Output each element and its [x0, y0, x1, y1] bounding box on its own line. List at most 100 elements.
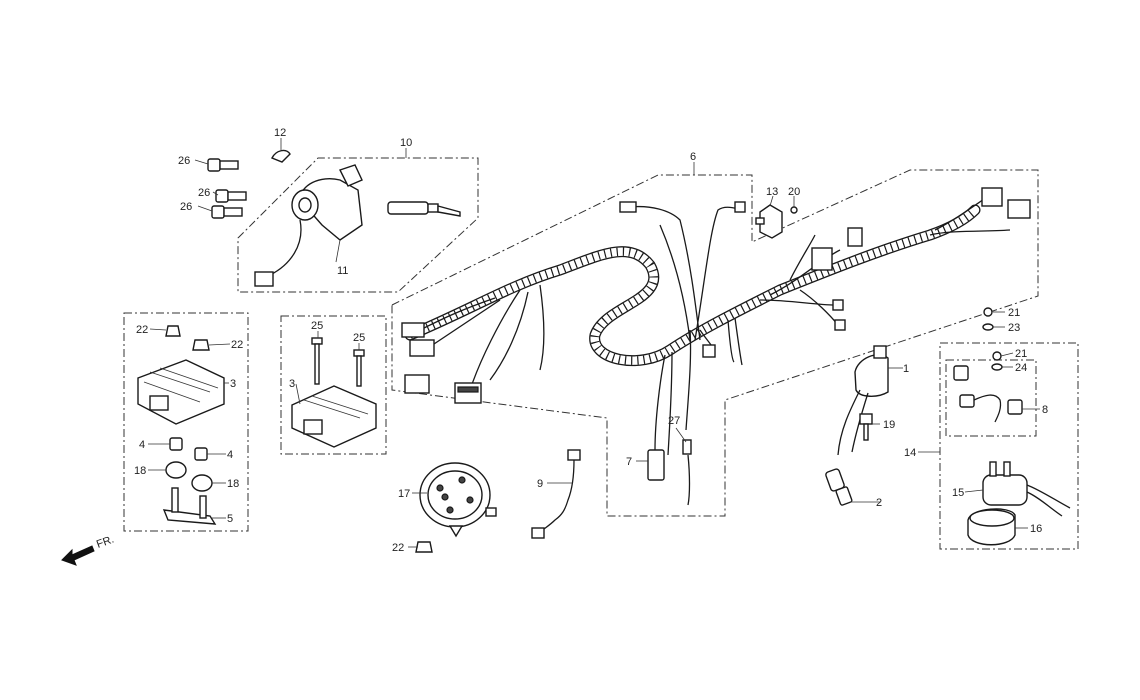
grommet-18-a: [165, 461, 187, 479]
wire-8: [953, 365, 1023, 423]
label-25b: 25: [353, 332, 365, 344]
ignition-coil-1: [837, 345, 889, 456]
label-7: 7: [626, 456, 632, 468]
bolt-26-c: [211, 205, 243, 219]
label-21b: 21: [1015, 348, 1027, 360]
bolt-19: [859, 413, 873, 441]
bolt-25-b: [353, 349, 365, 387]
label-16: 16: [1030, 523, 1042, 535]
label-24: 24: [1015, 362, 1027, 374]
group-outlines: [123, 157, 1079, 550]
connector-center-small: [847, 227, 863, 247]
label-5: 5: [227, 513, 233, 525]
connector-center-low: [702, 344, 716, 358]
part-labels: 1 2 3 3 4 4 5 6 7 8 9 10 11 12 13 14 15 …: [134, 127, 1048, 554]
outline-coil-group: [939, 342, 1079, 550]
label-13: 13: [766, 186, 778, 198]
ignition-connector: [254, 271, 274, 287]
connector-left-large-pins: [457, 386, 479, 393]
outline-ignition-group: [237, 157, 479, 293]
bolt-25-a: [311, 337, 323, 385]
label-27: 27: [668, 415, 680, 427]
label-4b: 4: [227, 449, 233, 461]
clip-12: [271, 149, 291, 163]
label-26a: 26: [178, 155, 190, 167]
front-arrow-icon: [61, 545, 95, 566]
label-1: 1: [903, 363, 909, 375]
outline-regulator-alt-group: [280, 315, 387, 455]
label-12: 12: [274, 127, 286, 139]
label-26c: 26: [180, 201, 192, 213]
bracket-16: [967, 508, 1016, 546]
collar-4-a: [169, 437, 183, 451]
main-harness: [404, 194, 1011, 456]
label-8: 8: [1042, 404, 1048, 416]
label-3a: 3: [230, 378, 236, 390]
label-4a: 4: [139, 439, 145, 451]
front-direction-indicator: FR.: [61, 533, 116, 566]
grommet-18-b: [191, 474, 213, 492]
connector-right-b: [834, 319, 846, 331]
nut-22-c: [415, 541, 433, 553]
regulator-3-alt: [291, 385, 377, 448]
ignition-switch-group: [207, 149, 461, 287]
spark-plug-cap-2: [825, 468, 853, 506]
collar-4-b: [194, 447, 208, 461]
label-17: 17: [398, 488, 410, 500]
coil-group: [953, 307, 1071, 546]
label-6: 6: [690, 151, 696, 163]
connector-left-top: [401, 322, 425, 338]
label-25a: 25: [311, 320, 323, 332]
label-18a: 18: [134, 465, 146, 477]
label-9: 9: [537, 478, 543, 490]
label-22c: 22: [392, 542, 404, 554]
connector-left-mid: [409, 339, 435, 357]
fuse-27: [682, 439, 692, 455]
outline-coil-wire-group: [945, 359, 1037, 437]
connector-top-right: [734, 201, 746, 213]
connector-left-large: [454, 382, 482, 404]
connector-center-block: [811, 247, 833, 271]
label-18b: 18: [227, 478, 239, 490]
outline-harness-group: [391, 169, 1039, 517]
bolt-26-b: [215, 189, 247, 203]
nut-21-b: [992, 351, 1002, 361]
cable-9: [531, 449, 581, 539]
harness-connectors: [401, 187, 1031, 506]
front-direction-label: FR.: [95, 533, 116, 550]
nut-22-a: [165, 325, 181, 337]
label-3b: 3: [289, 378, 295, 390]
connector-left-bottom: [404, 374, 430, 394]
coil-15: [982, 461, 1071, 517]
bolt-26-a: [207, 158, 239, 172]
label-23: 23: [1008, 322, 1020, 334]
outline-regulator-group: [123, 312, 249, 532]
label-22b: 22: [231, 339, 243, 351]
label-22a: 22: [136, 324, 148, 336]
connector-right-a: [832, 299, 844, 311]
key-cylinder: [387, 201, 461, 217]
nut-21-a: [983, 307, 993, 317]
regulator-alt-group: [291, 337, 377, 448]
label-19: 19: [883, 419, 895, 431]
screw-20: [790, 206, 798, 214]
regulator-group: [137, 325, 225, 525]
connector-top-left: [619, 201, 637, 213]
nut-22-b: [192, 339, 210, 351]
label-26b: 26: [198, 187, 210, 199]
harness-clip-7: [647, 449, 665, 481]
bracket-5: [162, 487, 217, 525]
label-10: 10: [400, 137, 412, 149]
connector-far-right-bottom: [1007, 199, 1031, 219]
label-11: 11: [337, 265, 348, 277]
washer-23: [982, 323, 994, 331]
connector-far-right-top: [981, 187, 1003, 207]
stator-17: [419, 462, 497, 538]
washer-24: [991, 363, 1003, 371]
leader-lines: [148, 138, 1040, 548]
regulator-3: [137, 359, 225, 425]
label-21a: 21: [1008, 307, 1020, 319]
label-20: 20: [788, 186, 800, 198]
label-2: 2: [876, 497, 882, 509]
